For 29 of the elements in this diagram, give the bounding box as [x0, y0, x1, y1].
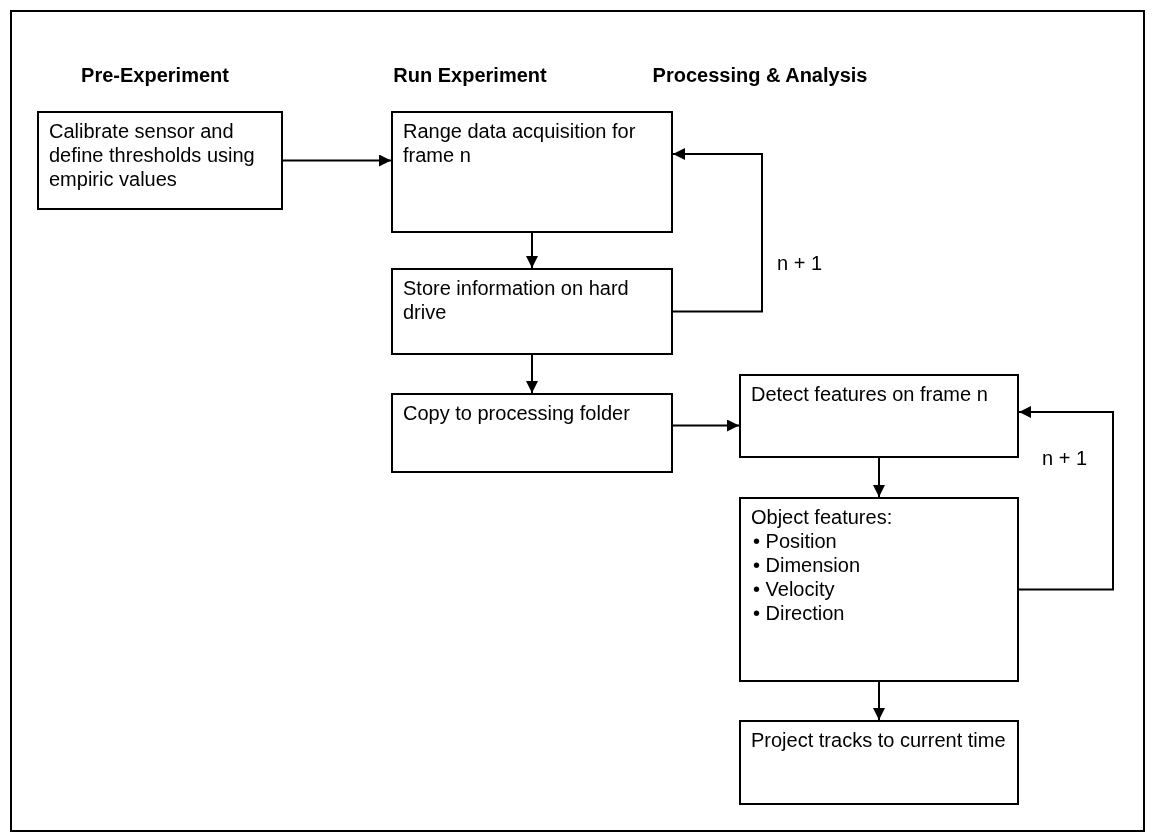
node-text: Detect features on frame n [751, 382, 989, 406]
node-text: Project tracks to current time [751, 728, 1007, 752]
column-heading: Processing & Analysis [652, 64, 868, 87]
arrow [873, 681, 885, 721]
arrow [873, 457, 885, 498]
process-box [391, 268, 673, 355]
process-box [37, 111, 283, 210]
arrow [1018, 406, 1114, 591]
arrow [526, 232, 538, 269]
bullet-item: • Dimension [753, 553, 862, 577]
arrow [672, 419, 740, 432]
node-heading: Object features: [751, 505, 894, 529]
process-box [739, 497, 1019, 682]
bullet-item: • Velocity [753, 577, 836, 601]
bullet-item: • Position [753, 529, 838, 553]
process-box [391, 393, 673, 473]
arrow [282, 154, 392, 167]
bullet-item: • Direction [753, 601, 846, 625]
column-heading: Pre-Experiment [81, 64, 229, 87]
column-heading: Run Experiment [393, 64, 547, 87]
node-text: Range data acquisition for frame n [403, 119, 637, 167]
arrow [672, 148, 763, 313]
node-text: Calibrate sensor and define thresholds using empiric values [49, 119, 256, 191]
process-box [391, 111, 673, 233]
node-text: Store information on hard drive [403, 276, 630, 324]
process-box [739, 720, 1019, 805]
process-box [739, 374, 1019, 458]
arrow [526, 354, 538, 394]
node-text: Copy to processing folder [403, 401, 631, 425]
